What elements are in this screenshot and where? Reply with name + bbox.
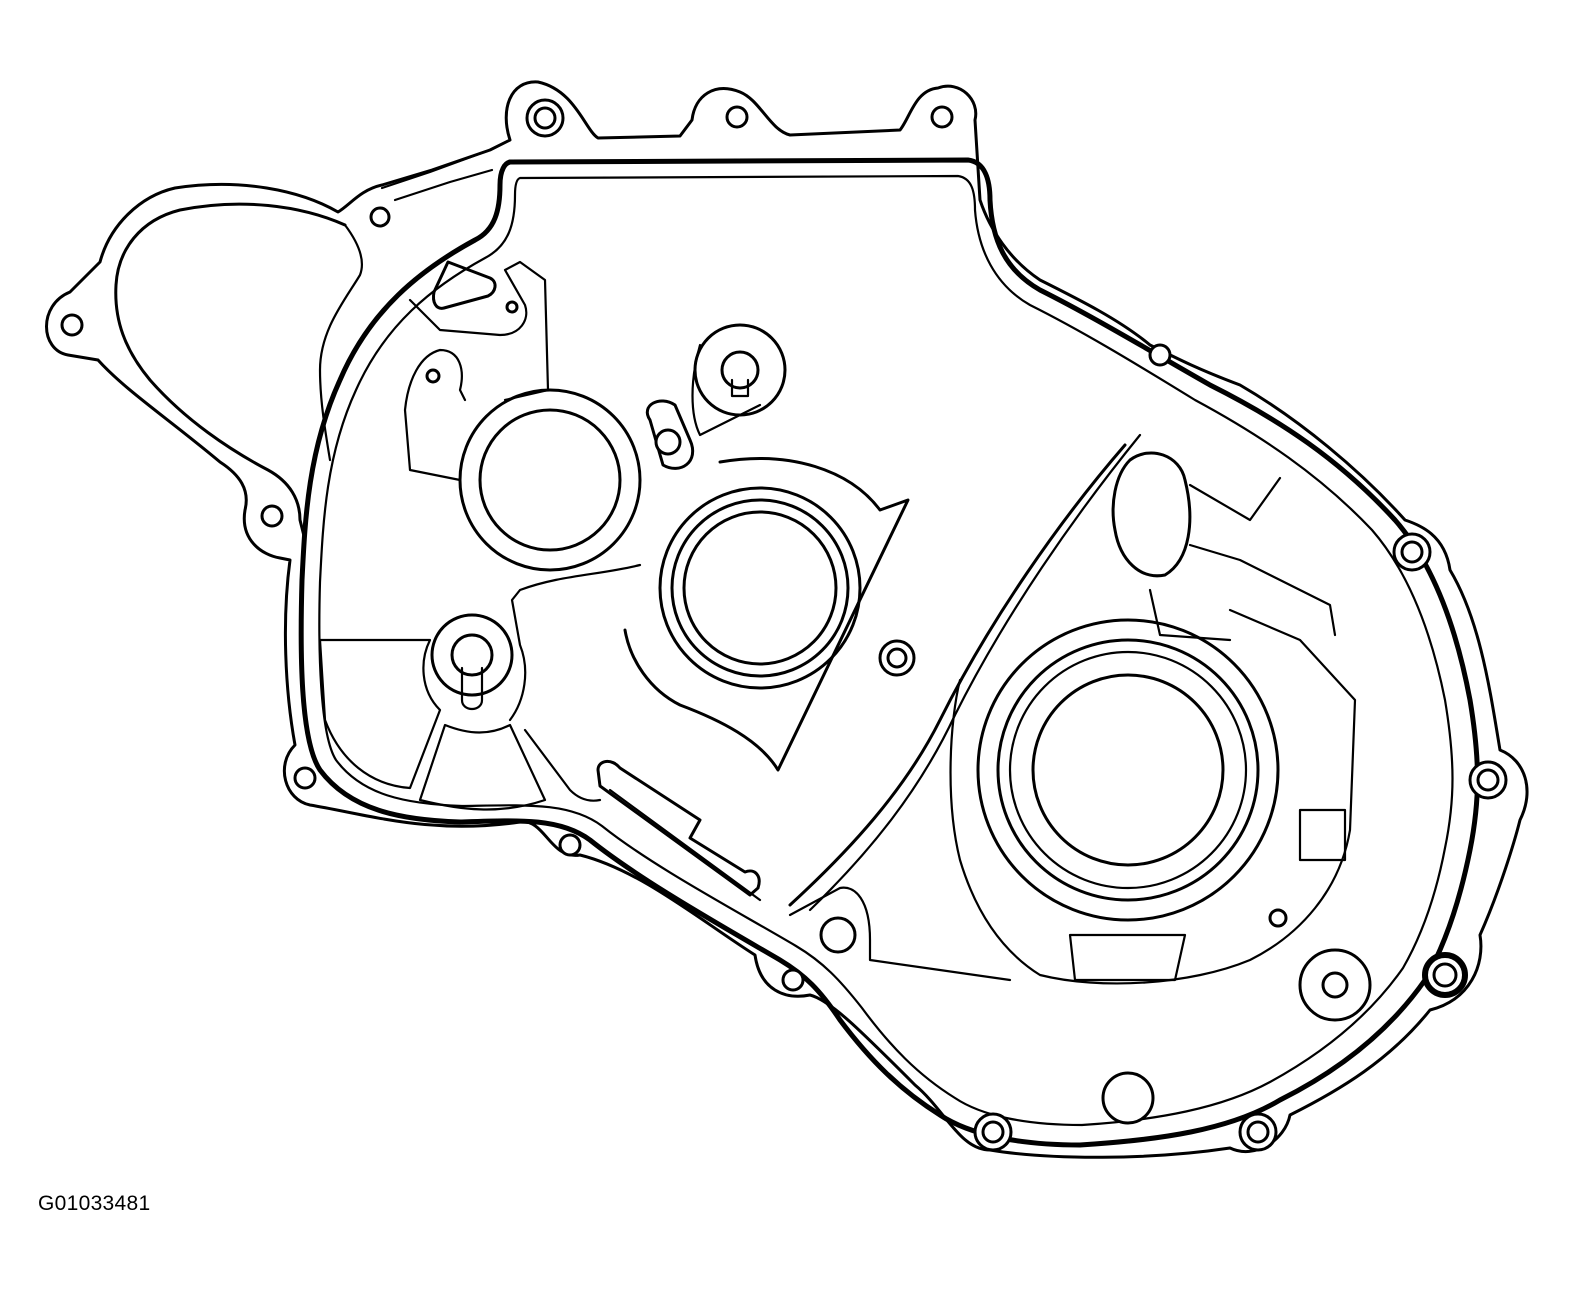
right-side-small-hole	[1268, 908, 1288, 928]
bolt-hole-right-1-inner	[1400, 540, 1424, 564]
bolt-hole-top-2	[725, 105, 749, 129]
upper-left-lobe-inner	[318, 223, 363, 462]
center-bore-mid	[670, 498, 850, 678]
bolt-hole-left-upper	[369, 206, 391, 228]
center-small-hole-inner	[886, 647, 908, 669]
left-web	[318, 638, 442, 790]
bolt-hole-right-3-inner	[1432, 962, 1458, 988]
right-housing-edge-2	[808, 433, 1142, 912]
bolt-hole-bottom-2-inner	[1246, 1120, 1270, 1144]
bolt-hole-far-left	[60, 313, 84, 337]
bolt-hole-right-upper	[1148, 343, 1172, 367]
upper-right-boss	[1111, 451, 1192, 578]
right-side-pocket	[1298, 808, 1347, 862]
small-hole-ul	[425, 368, 441, 384]
flange-bolt-holes	[60, 98, 1508, 1152]
upper-arm	[691, 343, 762, 437]
cover-outer-outline	[45, 80, 1529, 1159]
lower-clip-strip-line	[608, 788, 762, 902]
small-hole-ul-2	[505, 300, 519, 314]
right-housing-edge	[788, 443, 1127, 907]
upper-left-web	[408, 260, 550, 402]
bolt-hole-bottom-left	[558, 833, 582, 857]
bolt-hole-left-mid	[260, 504, 284, 528]
bolt-hole-top-3	[930, 105, 954, 129]
upper-left-bore-web	[403, 348, 467, 482]
upper-rib	[380, 148, 492, 190]
triangle-boss	[432, 260, 497, 310]
right-lower-hole-inner	[1321, 971, 1349, 999]
right-housing-lower-edge	[788, 886, 1012, 982]
bolt-hole-top-1-inner	[533, 106, 557, 130]
bolt-hole-bottom-mid	[781, 968, 805, 992]
upper-left-bore-outer	[458, 388, 642, 572]
bolt-hole-right-2-inner	[1476, 768, 1500, 792]
center-bore-outer	[658, 486, 862, 690]
right-bore-ring-2	[996, 638, 1260, 902]
slot-boss-hole	[654, 428, 682, 456]
right-bore-ring-3	[1008, 650, 1248, 890]
right-housing-body	[949, 608, 1357, 985]
right-bore-inner	[1031, 673, 1225, 867]
gasket-bead-inner-line	[318, 174, 1454, 1127]
lower-clip-strip	[596, 760, 761, 897]
center-bore-inner	[682, 510, 838, 666]
left-web-2	[418, 723, 547, 811]
gasket-bead	[298, 157, 1480, 1148]
keyhole-boss-upper	[693, 323, 787, 417]
upper-left-lobe	[114, 202, 347, 542]
slot-boss	[646, 399, 695, 470]
bottom-center-hole	[1101, 1071, 1155, 1125]
right-lower-pocket	[1068, 933, 1187, 982]
left-web-rib	[523, 728, 602, 802]
upper-left-bore-inner	[478, 408, 622, 552]
figure-id-label: G01033481	[38, 1192, 151, 1215]
center-plate	[623, 457, 910, 772]
upper-rib-2	[393, 168, 494, 202]
bolt-hole-bottom-1-inner	[981, 1120, 1005, 1144]
left-web-3	[508, 563, 642, 722]
right-bore-ring-outer	[976, 618, 1280, 922]
right-lower-left-hole	[819, 916, 857, 954]
upper-right-rib	[1188, 476, 1337, 637]
bolt-hole-left-low	[293, 766, 317, 790]
keyhole-boss-lower	[430, 613, 514, 711]
upper-right-rib-2	[1148, 588, 1232, 642]
